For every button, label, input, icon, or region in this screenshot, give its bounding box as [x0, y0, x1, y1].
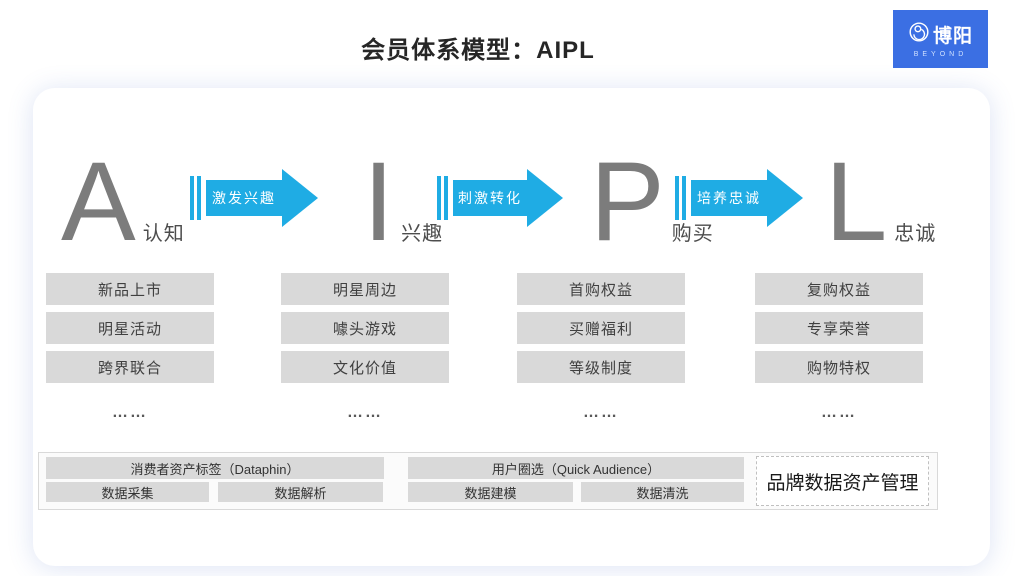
arrow-stimulate-interest: 激发兴趣 — [190, 169, 318, 227]
arrow-stripe — [444, 176, 448, 220]
logo-subtitle: BEYOND — [913, 50, 968, 58]
column-interest-items: 明星周边 噱头游戏 文化价值 …… — [281, 273, 449, 426]
logo-row: 博阳 — [908, 21, 973, 48]
arrow-drive-conversion: 刺激转化 — [437, 169, 563, 227]
item-box: 明星活动 — [46, 312, 214, 344]
arrow-label: 刺激转化 — [453, 180, 527, 216]
item-box: 购物特权 — [755, 351, 923, 383]
stage-loyalty: L 忠诚 — [825, 146, 936, 258]
stage-label-purchase: 购买 — [671, 223, 714, 245]
column-purchase-items: 首购权益 买赠福利 等级制度 …… — [517, 273, 685, 426]
ellipsis: …… — [347, 404, 383, 421]
cell-data-modeling: 数据建模 — [408, 482, 573, 502]
arrow-label: 培养忠诚 — [691, 180, 767, 216]
arrow-head-icon — [282, 169, 318, 227]
dataphin-header: 消费者资产标签（Dataphin） — [46, 457, 384, 479]
logo-name: 博阳 — [932, 25, 973, 47]
item-box: 跨界联合 — [46, 351, 214, 383]
stage-letter-i: I — [363, 139, 395, 264]
arrow-stripe — [190, 176, 194, 220]
data-platform-band: 消费者资产标签（Dataphin） 数据采集 数据解析 用户圈选（Quick A… — [38, 452, 938, 510]
brand-data-asset-management-box: 品牌数据资产管理 — [756, 456, 929, 506]
item-box: 文化价值 — [281, 351, 449, 383]
item-box: 专享荣誉 — [755, 312, 923, 344]
stage-awareness: A 认知 — [61, 146, 185, 258]
stage-label-interest: 兴趣 — [401, 223, 444, 245]
stage-interest: I 兴趣 — [363, 146, 443, 258]
column-loyalty-items: 复购权益 专享荣誉 购物特权 …… — [755, 273, 923, 426]
brand-logo: 博阳 BEYOND — [893, 10, 988, 68]
stage-letter-l: L — [825, 139, 888, 264]
arrow-head-icon — [767, 169, 803, 227]
ellipsis: …… — [583, 404, 619, 421]
arrow-stripe — [675, 176, 679, 220]
arrow-stripe — [197, 176, 201, 220]
ellipsis: …… — [112, 404, 148, 421]
arrow-head-icon — [527, 169, 563, 227]
item-box: 新品上市 — [46, 273, 214, 305]
ellipsis: …… — [821, 404, 857, 421]
stage-label-awareness: 认知 — [142, 223, 185, 245]
page-title: 会员体系模型：AIPL — [361, 37, 595, 64]
quick-audience-header: 用户圈选（Quick Audience） — [408, 457, 744, 479]
item-box: 复购权益 — [755, 273, 923, 305]
stage-label-loyalty: 忠诚 — [894, 223, 937, 245]
item-box: 等级制度 — [517, 351, 685, 383]
arrow-build-loyalty: 培养忠诚 — [675, 169, 803, 227]
arrow-stripe — [682, 176, 686, 220]
stage-letter-a: A — [61, 139, 136, 264]
arrow-label: 激发兴趣 — [206, 180, 282, 216]
cell-data-collection: 数据采集 — [46, 482, 209, 502]
item-box: 买赠福利 — [517, 312, 685, 344]
stage-purchase: P 购买 — [590, 146, 714, 258]
diagram-card: A 认知 I 兴趣 P 购买 L 忠诚 激发兴趣 刺激转化 培养忠诚 新品上市 … — [33, 88, 990, 566]
item-box: 首购权益 — [517, 273, 685, 305]
column-awareness-items: 新品上市 明星活动 跨界联合 …… — [46, 273, 214, 426]
item-box: 噱头游戏 — [281, 312, 449, 344]
cell-data-parsing: 数据解析 — [218, 482, 383, 502]
cell-data-cleaning: 数据清洗 — [581, 482, 744, 502]
arrow-stripe — [437, 176, 441, 220]
beyond-logo-icon — [908, 21, 930, 48]
item-box: 明星周边 — [281, 273, 449, 305]
stage-letter-p: P — [590, 139, 665, 264]
